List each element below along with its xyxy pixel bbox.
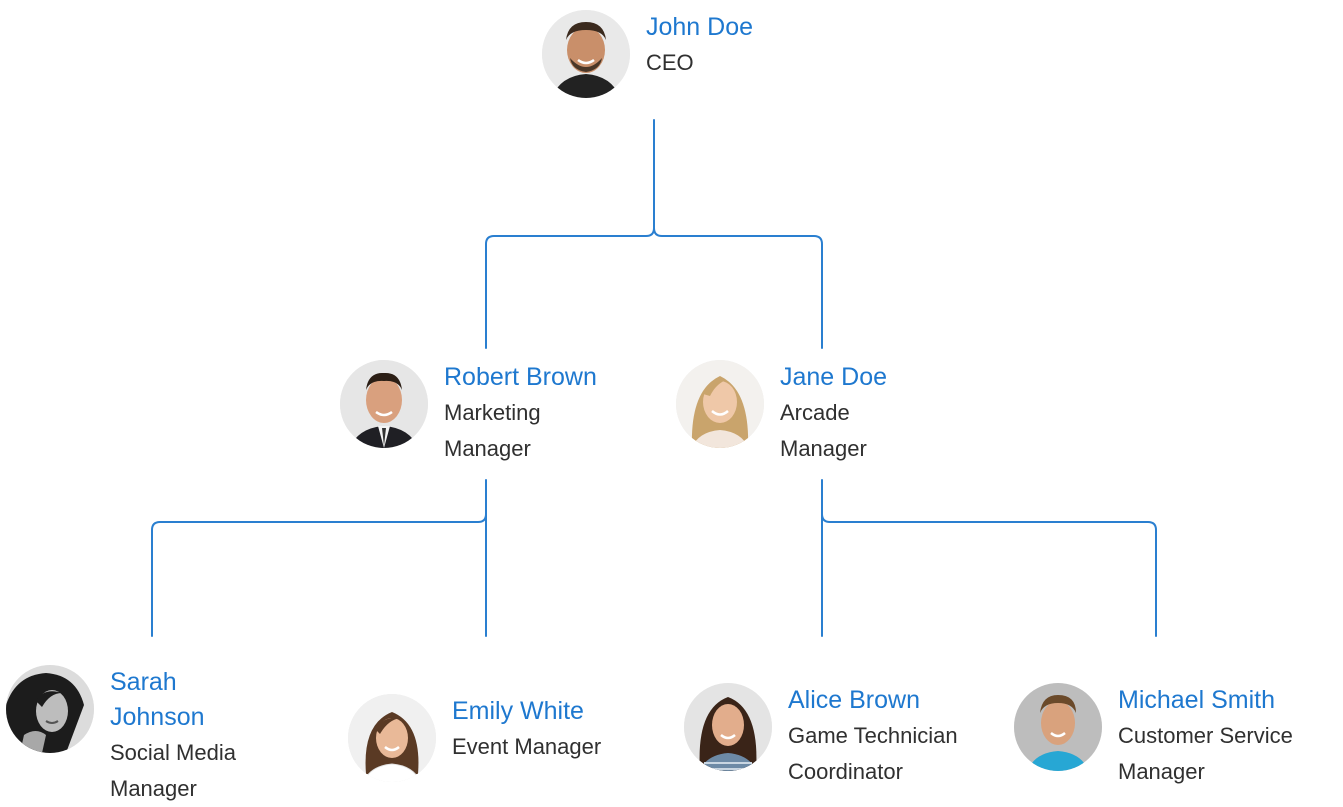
node-info: John Doe CEO bbox=[646, 10, 753, 81]
org-node-sarah-johnson[interactable]: Sarah Johnson Social Media Manager bbox=[6, 665, 236, 807]
person-role-line: Event Manager bbox=[452, 734, 602, 759]
person-role-line: Social Media bbox=[110, 740, 236, 765]
node-info: Jane Doe Arcade Manager bbox=[780, 360, 887, 467]
avatar bbox=[684, 683, 772, 771]
person-name[interactable]: Jane Doe bbox=[780, 363, 888, 391]
org-node-emily-white[interactable]: Emily White Event Manager bbox=[348, 694, 601, 782]
org-node-jane-doe[interactable]: Jane Doe Arcade Manager bbox=[676, 360, 887, 467]
person-name[interactable]: Robert Brown bbox=[444, 363, 597, 391]
org-node-john-doe[interactable]: John Doe CEO bbox=[542, 10, 753, 98]
person-role-line: Manager bbox=[1118, 759, 1205, 784]
avatar bbox=[340, 360, 428, 448]
person-role-line: Manager bbox=[444, 436, 531, 461]
avatar bbox=[676, 360, 764, 448]
person-name[interactable]: Michael Smith bbox=[1118, 686, 1275, 714]
avatar bbox=[348, 694, 436, 782]
org-node-robert-brown[interactable]: Robert Brown Marketing Manager bbox=[340, 360, 597, 467]
person-role-line: Game Technician bbox=[788, 723, 958, 748]
node-info: Michael Smith Customer Service Manager bbox=[1118, 683, 1293, 790]
person-name[interactable]: Alice Brown bbox=[788, 686, 920, 714]
connector-john bbox=[485, 119, 823, 349]
node-info: Emily White Event Manager bbox=[452, 694, 601, 765]
person-name[interactable]: John Doe bbox=[646, 13, 754, 41]
person-role-line: Marketing bbox=[444, 400, 541, 425]
person-role-line: Arcade bbox=[780, 400, 850, 425]
node-info: Robert Brown Marketing Manager bbox=[444, 360, 597, 467]
connector-jane bbox=[821, 479, 1157, 637]
node-info: Sarah Johnson Social Media Manager bbox=[110, 665, 236, 807]
person-role-line: Coordinator bbox=[788, 759, 903, 784]
connector-robert bbox=[151, 479, 487, 637]
avatar bbox=[6, 665, 94, 753]
person-name[interactable]: Emily White bbox=[452, 697, 584, 725]
person-name-line[interactable]: Johnson bbox=[110, 703, 205, 731]
person-role-line: CEO bbox=[646, 50, 694, 75]
person-name-line[interactable]: Sarah bbox=[110, 668, 177, 696]
avatar bbox=[542, 10, 630, 98]
org-node-alice-brown[interactable]: Alice Brown Game Technician Coordinator bbox=[684, 683, 958, 790]
org-node-michael-smith[interactable]: Michael Smith Customer Service Manager bbox=[1014, 683, 1293, 790]
person-role-line: Manager bbox=[110, 776, 197, 801]
avatar bbox=[1014, 683, 1102, 771]
node-info: Alice Brown Game Technician Coordinator bbox=[788, 683, 958, 790]
person-role-line: Customer Service bbox=[1118, 723, 1293, 748]
person-role-line: Manager bbox=[780, 436, 867, 461]
